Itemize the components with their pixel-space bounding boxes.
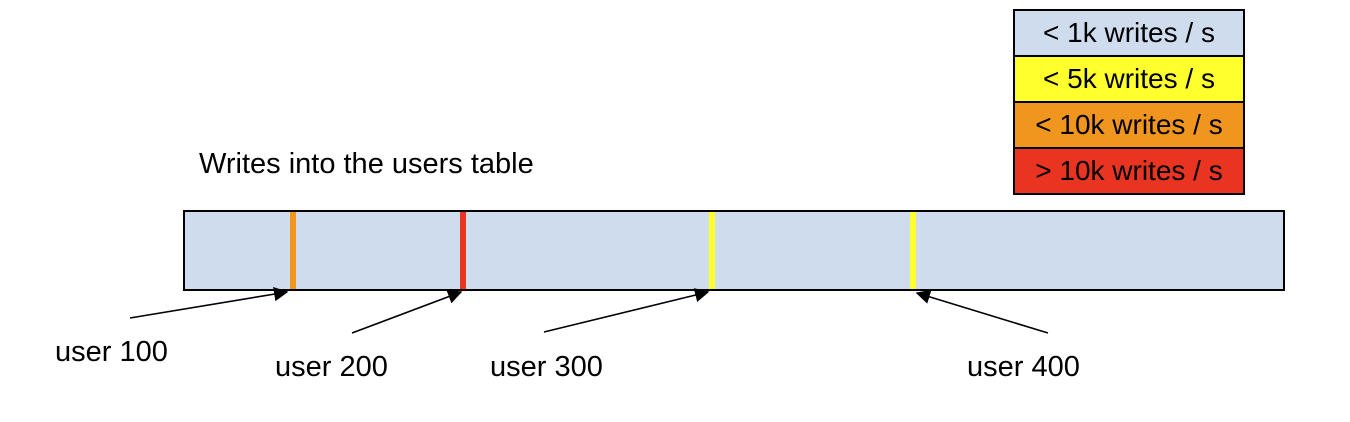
stripe-user-400 xyxy=(910,212,916,289)
arrow-user-300 xyxy=(543,288,710,333)
stripe-user-300 xyxy=(709,212,715,289)
label-user-300: user 300 xyxy=(490,351,603,383)
legend-item-lt-5k: < 5k writes / s xyxy=(1013,55,1245,103)
legend-item-lt-1k: < 1k writes / s xyxy=(1013,9,1245,57)
label-user-400: user 400 xyxy=(967,351,1080,383)
arrow-user-200 xyxy=(351,289,463,334)
arrow-user-400 xyxy=(915,289,1049,334)
legend-item-gt-10k: > 10k writes / s xyxy=(1013,147,1245,195)
label-user-100: user 100 xyxy=(55,336,168,368)
stripe-user-100 xyxy=(290,212,296,289)
legend-item-lt-10k: < 10k writes / s xyxy=(1013,101,1245,149)
users-table-bar xyxy=(183,210,1285,291)
label-user-200: user 200 xyxy=(275,351,388,383)
arrow-user-100 xyxy=(129,287,289,319)
stripe-user-200 xyxy=(460,212,466,289)
diagram-title: Writes into the users table xyxy=(199,148,534,180)
legend: < 1k writes / s < 5k writes / s < 10k wr… xyxy=(1013,9,1245,195)
